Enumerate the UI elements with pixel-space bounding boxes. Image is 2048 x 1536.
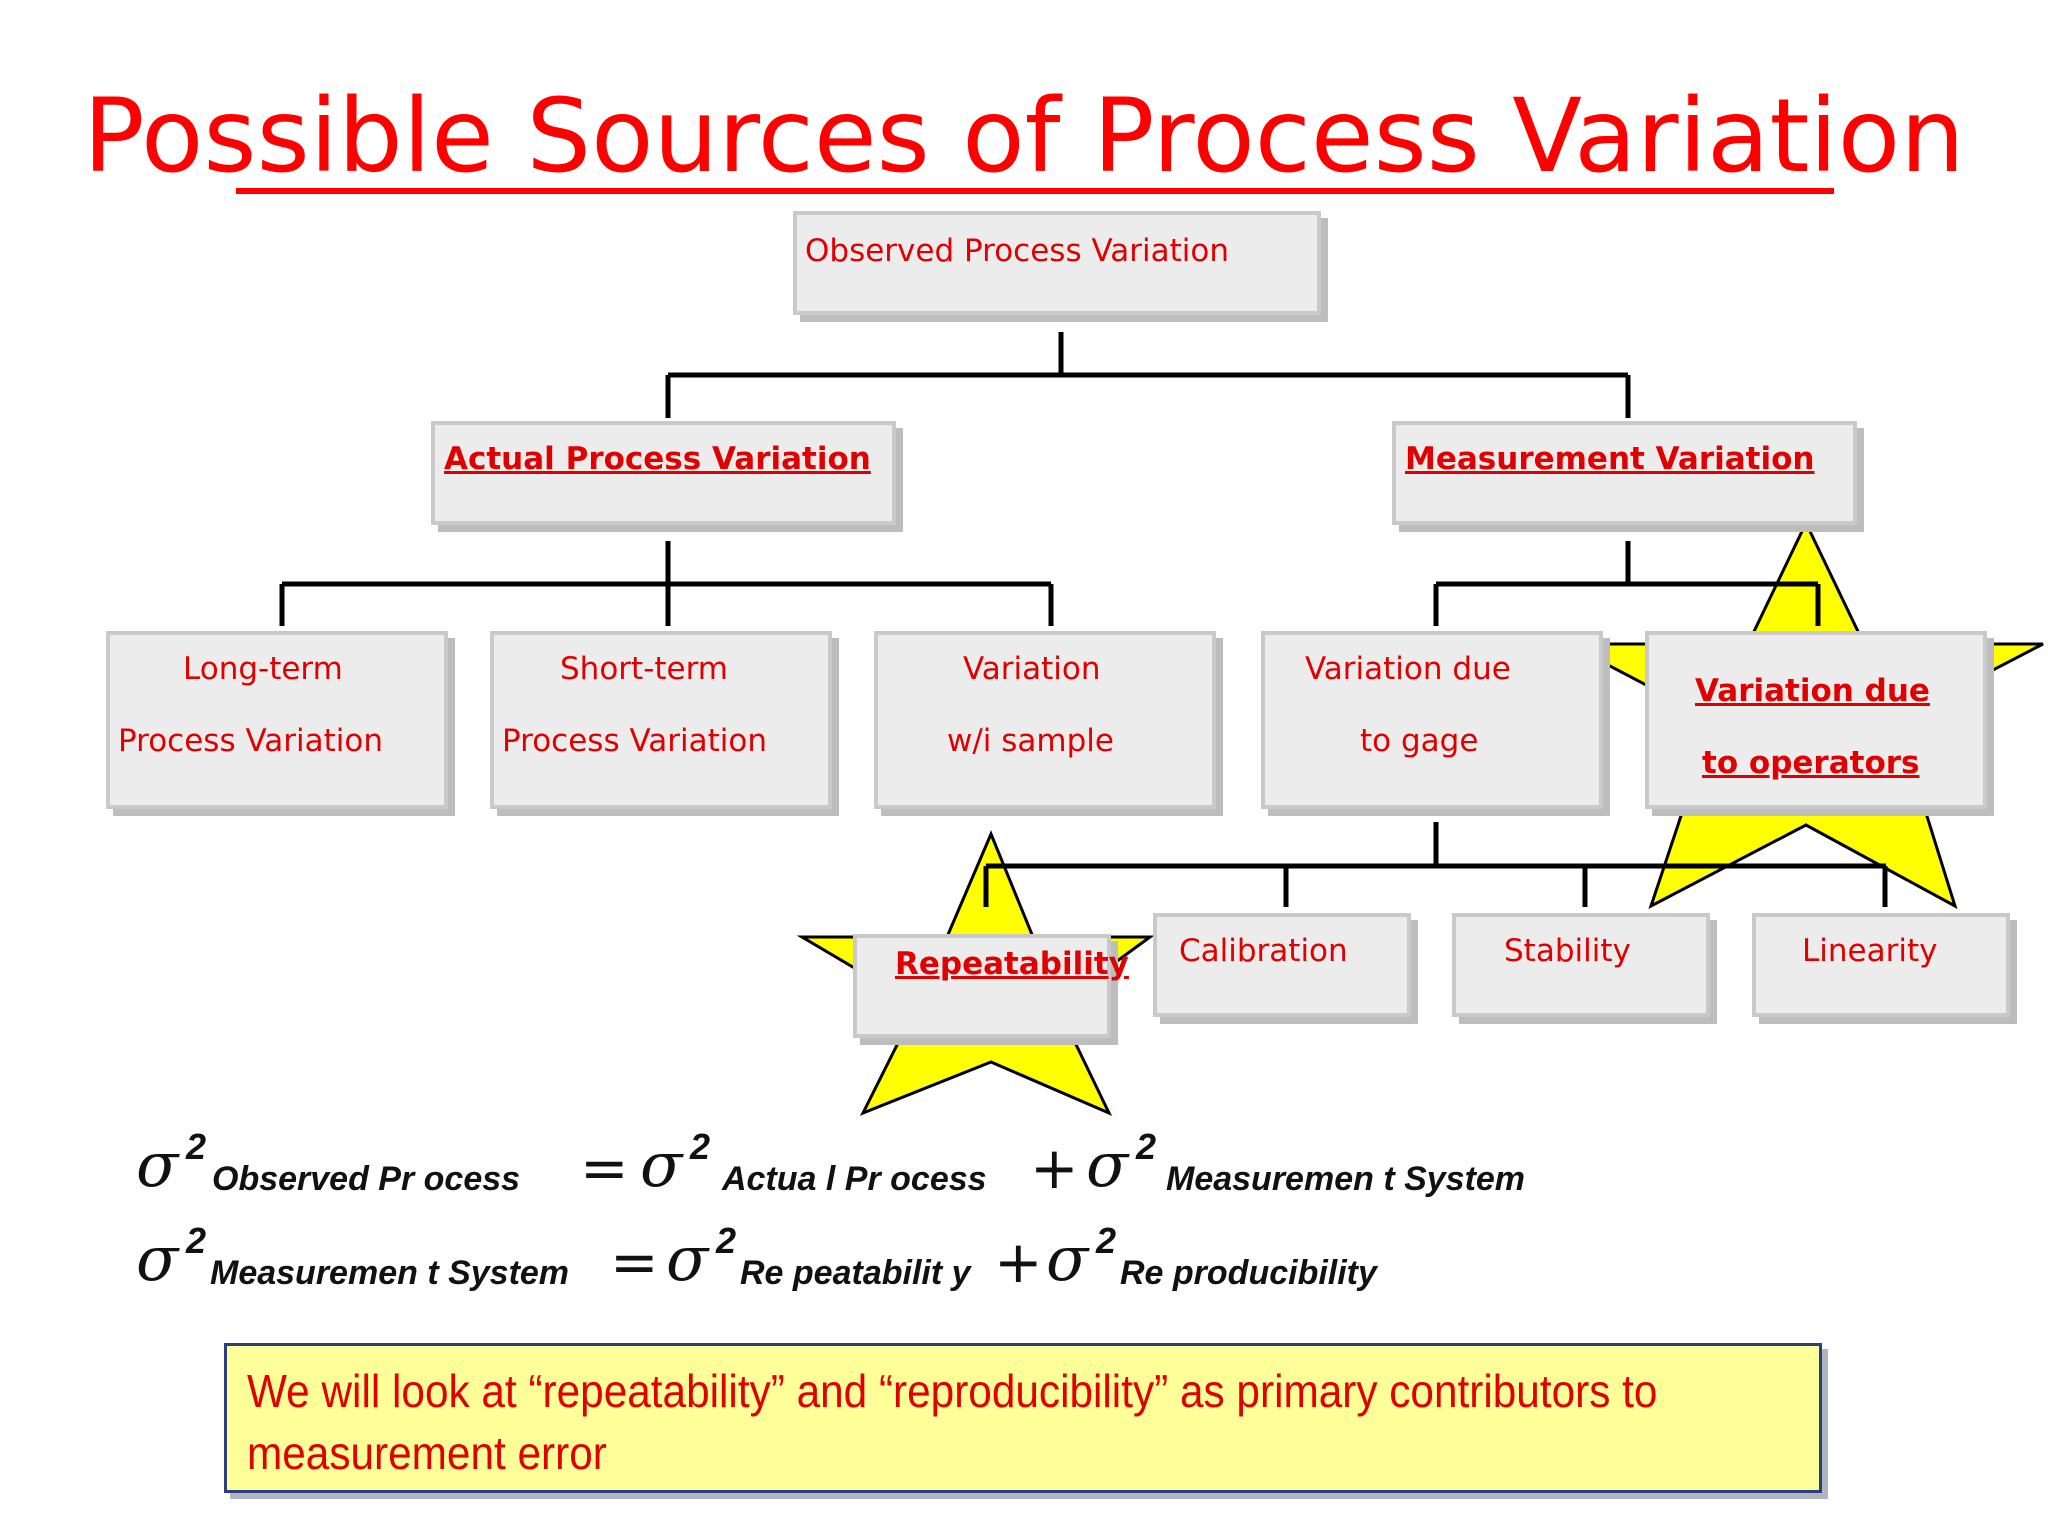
eq1-term1-subscript: Observed Pr ocess <box>212 1160 521 1198</box>
node-label: Repeatability <box>895 946 1129 982</box>
sigma-symbol: σ <box>1086 1128 1129 1201</box>
node-measurement-variation: Measurement Variation <box>1392 421 1857 525</box>
node-within-sample: Variation w/i sample <box>874 631 1216 809</box>
node-label-line1: Variation <box>963 651 1101 687</box>
node-stability: Stability <box>1452 913 1710 1017</box>
equals-sign: = <box>610 1228 659 1296</box>
eq2-term3-subscript: Re producibility <box>1120 1254 1377 1292</box>
node-label-line2: w/i sample <box>947 723 1114 759</box>
node-label: Actual Process Variation <box>444 441 871 477</box>
node-label: Observed Process Variation <box>805 233 1229 269</box>
sigma-symbol: σ <box>666 1222 709 1295</box>
eq2-term2-subscript: Re peatabilit y <box>740 1254 971 1292</box>
plus-sign: + <box>1030 1134 1079 1202</box>
exponent: 2 <box>1096 1220 1117 1261</box>
node-calibration: Calibration <box>1153 913 1411 1017</box>
callout-note-text: We will look at “repeatability” and “rep… <box>247 1365 1658 1479</box>
title-underline <box>236 188 1834 194</box>
node-linearity: Linearity <box>1752 913 2010 1017</box>
eq2-term1-subscript: Measuremen t System <box>210 1254 570 1292</box>
exponent: 2 <box>716 1220 737 1261</box>
exponent: 2 <box>186 1126 207 1167</box>
node-label-line1: Short-term <box>560 651 729 687</box>
node-actual-process-variation: Actual Process Variation <box>431 421 896 525</box>
node-label-line1: Long-term <box>183 651 343 687</box>
node-label-line2: Process Variation <box>502 723 767 759</box>
sigma-symbol: σ <box>136 1128 179 1201</box>
node-observed-process-variation: Observed Process Variation <box>793 211 1321 315</box>
node-label-line2: to gage <box>1360 723 1479 759</box>
sigma-symbol: σ <box>136 1222 179 1295</box>
sigma-symbol: σ <box>640 1128 683 1201</box>
node-label: Calibration <box>1179 933 1348 969</box>
node-label: Linearity <box>1802 933 1938 969</box>
eq1-term3-subscript: Measuremen t System <box>1166 1160 1526 1198</box>
node-long-term: Long-term Process Variation <box>106 631 448 809</box>
node-label-line2: Process Variation <box>118 723 383 759</box>
node-variation-due-to-operators: Variation due to operators <box>1645 631 1987 809</box>
node-label-line2: to operators <box>1702 745 1920 781</box>
node-label: Measurement Variation <box>1405 441 1815 477</box>
node-short-term: Short-term Process Variation <box>490 631 832 809</box>
node-label-line1: Variation due <box>1695 673 1930 709</box>
plus-sign: + <box>994 1228 1043 1296</box>
exponent: 2 <box>186 1220 207 1261</box>
callout-note: We will look at “repeatability” and “rep… <box>224 1343 1822 1493</box>
exponent: 2 <box>690 1126 711 1167</box>
node-label-line1: Variation due <box>1305 651 1511 687</box>
eq1-term2-subscript: Actua l Pr ocess <box>722 1160 987 1198</box>
sigma-symbol: σ <box>1046 1222 1089 1295</box>
exponent: 2 <box>1136 1126 1157 1167</box>
node-label: Stability <box>1504 933 1631 969</box>
page-title: Possible Sources of Process Variation <box>83 77 1965 196</box>
equals-sign: = <box>580 1134 629 1202</box>
node-variation-due-to-gage: Variation due to gage <box>1261 631 1603 809</box>
node-repeatability: Repeatability <box>853 934 1129 1038</box>
